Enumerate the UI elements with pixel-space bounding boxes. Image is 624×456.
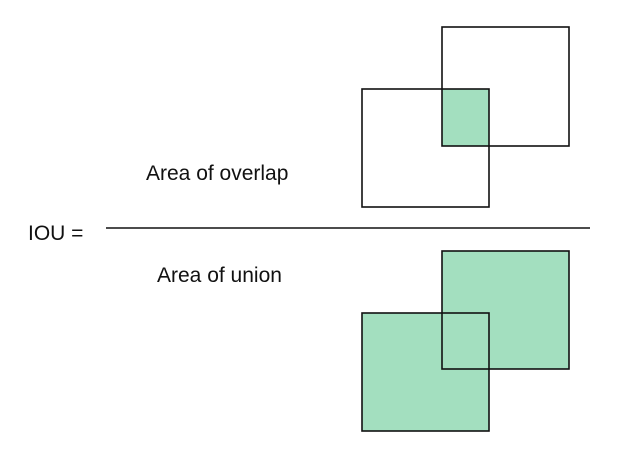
union-box-a (361, 312, 490, 432)
overlap-region (442, 89, 489, 146)
numerator-label: Area of overlap (146, 162, 288, 185)
overlap-box-b (441, 26, 570, 147)
union-figure (361, 250, 570, 432)
overlap-figure (361, 26, 570, 208)
overlap-box-a (361, 88, 490, 208)
iou-label: IOU = (28, 222, 83, 245)
union-box-b (441, 250, 570, 370)
union-fill-a (362, 313, 489, 431)
denominator-label: Area of union (157, 264, 282, 287)
